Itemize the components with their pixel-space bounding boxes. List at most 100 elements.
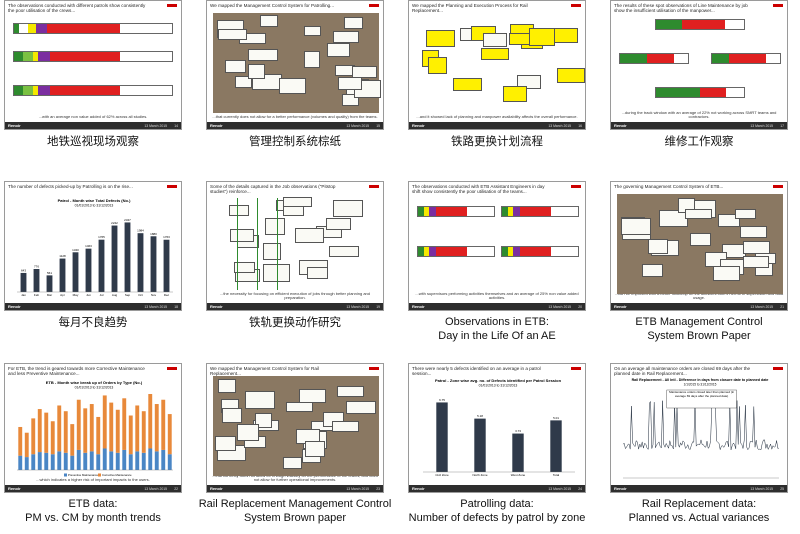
bar-segment (674, 54, 688, 63)
renoir-logo: Renoir (614, 123, 627, 128)
chart-bar (550, 420, 562, 472)
chart-bar (150, 236, 157, 292)
sticky-note (230, 228, 254, 243)
slide-date: 13 March 2015 (750, 487, 773, 491)
sticky-note (234, 262, 255, 273)
sticky-note (743, 255, 770, 269)
chart-bar (122, 449, 127, 470)
sticky-note (283, 196, 312, 208)
slide-date: 13 March 2015 (346, 487, 369, 491)
brand-mark (369, 4, 379, 7)
bar-segment (512, 247, 521, 256)
data-label: 1128 (59, 254, 66, 258)
bar-segment (47, 24, 120, 33)
bar-segment (502, 247, 509, 256)
chart-bar (436, 402, 448, 472)
chart-bar (89, 451, 94, 470)
slide-thumbnail[interactable]: We mapped the Planning and Execution Pro… (408, 0, 586, 130)
chart-bar (50, 421, 55, 455)
caption-line: Number of defects by patrol by zone (408, 512, 586, 524)
slide-title: The results of these spot observations o… (614, 3, 748, 14)
flow-line (277, 198, 278, 290)
slide-thumbnail[interactable]: The results of these spot observations o… (610, 0, 788, 130)
bar-segment (36, 24, 48, 33)
chart-bar (102, 395, 107, 449)
data-label: 1340 (72, 248, 79, 252)
slide-thumbnail[interactable]: The observations conducted with ETB Assi… (408, 181, 586, 311)
chart-bar (18, 426, 23, 456)
sticky-note (254, 412, 272, 429)
slide-thumbnail[interactable]: For ETB, the trend is geared towards mor… (4, 363, 182, 493)
tick-label: West Zone (511, 473, 526, 477)
chart-bar (57, 451, 62, 470)
slide-title: Some of the details captured in the Job … (210, 184, 336, 195)
bar-segment (550, 207, 578, 216)
brand-mark (167, 185, 177, 188)
observation-bar (13, 51, 173, 62)
sticky-note (218, 378, 237, 393)
tick-label: Aug (112, 293, 118, 297)
slide-title: We mapped the Planning and Execution Pro… (412, 3, 528, 14)
chart-bar (57, 405, 62, 452)
slide-thumbnail[interactable]: The governing Management Control System … (610, 181, 788, 311)
bar-segment (424, 247, 429, 256)
bar-segment (436, 247, 467, 256)
chart-bar (148, 394, 153, 449)
data-label: 6.75 (439, 398, 445, 402)
data-label: 776 (34, 264, 39, 268)
sticky-note (621, 218, 651, 235)
flow-line (257, 198, 258, 290)
brand-mark (571, 185, 581, 188)
data-label: 1463 (85, 244, 92, 248)
sticky-note (345, 400, 376, 415)
slide-title: The observations conducted with differen… (8, 3, 146, 14)
slide-thumbnail[interactable]: We mapped the Management Control System … (206, 363, 384, 493)
caption-line: ETB data: (68, 498, 118, 510)
slide-thumbnail[interactable]: The number of defects picked-up by Patro… (4, 181, 182, 311)
bar-segment (520, 247, 551, 256)
renoir-logo: Renoir (210, 304, 223, 309)
data-label: 5.01 (553, 416, 559, 420)
slide-thumbnail[interactable]: Some of the details captured in the Job … (206, 181, 384, 311)
chart-bar (115, 409, 120, 453)
data-label: 3.73 (515, 429, 521, 433)
bar-segment (428, 207, 437, 216)
data-label: 5.18 (477, 414, 483, 418)
caption-line: Observations in ETB: (445, 316, 549, 328)
chart-bar (167, 454, 172, 470)
slide-caption: 铁轨更换动作研究 (196, 315, 394, 329)
slide-date: 13 March 2015 (346, 124, 369, 128)
chart-bar (63, 452, 68, 470)
bar-segment (119, 52, 172, 61)
chart-bar (96, 454, 101, 470)
chart-bar (512, 433, 524, 472)
bar-segment (37, 52, 51, 61)
slide-thumbnail[interactable]: The observations conducted with differen… (4, 0, 182, 130)
chart-bar (167, 414, 172, 455)
tick-label: North Zone (472, 473, 487, 477)
chart-bar (109, 402, 114, 452)
sticky-note (218, 29, 247, 41)
chart-bar (18, 455, 23, 470)
brand-mark (369, 367, 379, 370)
tick-label: Jan (21, 293, 26, 297)
bar-segment (656, 88, 700, 97)
chart-svg: Patrol - Zone wise avg. no. of Defects i… (423, 378, 575, 477)
chart-title: ETB - Month wise break up of Orders by T… (46, 380, 143, 385)
sticky-note (229, 205, 249, 217)
slide-thumbnail[interactable]: On an average all maintenance orders are… (610, 363, 788, 493)
slide-thumbnail[interactable]: There were nearly 5 defects identified o… (408, 363, 586, 493)
bar-segment (726, 88, 744, 97)
observation-bar (711, 53, 781, 64)
tick-label: Jul (100, 293, 104, 297)
bar-segment (647, 54, 675, 63)
chart-bar (161, 399, 166, 450)
slide-date: 13 March 2015 (144, 305, 167, 309)
chart-bar (141, 411, 146, 453)
chart-bar (37, 452, 42, 470)
sticky-note (245, 390, 276, 409)
sticky-note (332, 30, 360, 44)
observation-bar (417, 246, 495, 257)
sticky-note (658, 210, 688, 228)
slide-thumbnail[interactable]: We mapped the Management Control System … (206, 0, 384, 130)
